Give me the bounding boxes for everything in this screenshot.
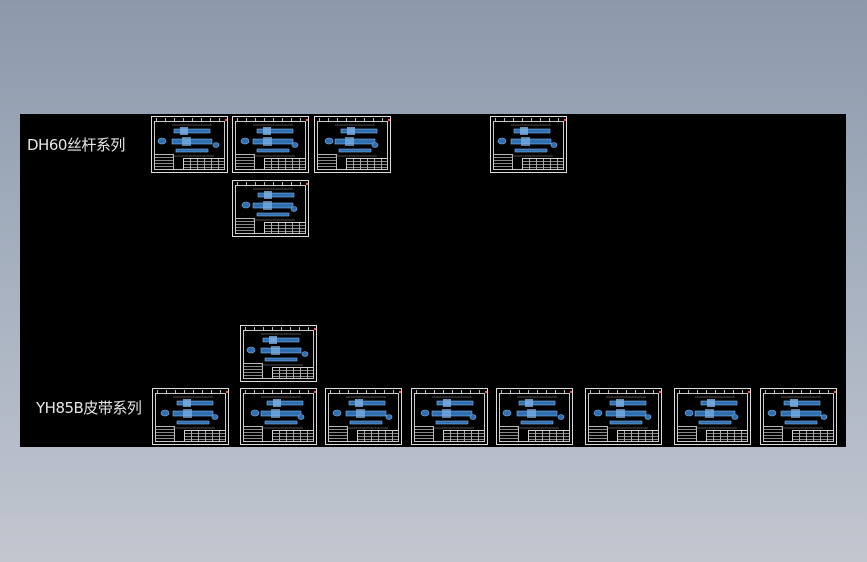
drawing-sheet[interactable] xyxy=(232,116,309,173)
drawing-sheet[interactable] xyxy=(314,116,391,173)
part-sketch xyxy=(593,390,662,429)
series-label-dh60: DH60丝杆系列 xyxy=(27,136,125,154)
drawing-sheet[interactable] xyxy=(760,388,837,445)
drawing-sheet[interactable] xyxy=(325,388,402,445)
part-sketch xyxy=(157,118,228,157)
part-sketch xyxy=(767,390,837,429)
part-sketch xyxy=(246,327,317,366)
drawing-sheet[interactable] xyxy=(585,388,662,445)
cad-model-space[interactable]: DH60丝杆系列 YH85B皮带系列 xyxy=(20,114,846,447)
drawing-sheet[interactable] xyxy=(496,388,573,445)
drawing-sheet[interactable] xyxy=(240,325,317,382)
part-sketch xyxy=(241,182,309,221)
part-sketch xyxy=(684,390,751,429)
drawing-sheet[interactable] xyxy=(240,388,317,445)
drawing-sheet[interactable] xyxy=(232,180,309,237)
part-sketch xyxy=(240,118,309,157)
drawing-sheet[interactable] xyxy=(674,388,751,445)
drawing-sheet[interactable] xyxy=(152,388,229,445)
series-label-yh85b: YH85B皮带系列 xyxy=(36,399,142,417)
part-sketch xyxy=(250,390,317,429)
drawing-sheet[interactable] xyxy=(411,388,488,445)
part-sketch xyxy=(332,390,402,429)
part-sketch xyxy=(324,118,391,157)
part-sketch xyxy=(502,390,573,429)
part-sketch xyxy=(497,118,567,157)
drawing-sheet[interactable] xyxy=(490,116,567,173)
part-sketch xyxy=(420,390,488,429)
drawing-sheet[interactable] xyxy=(151,116,228,173)
part-sketch xyxy=(160,390,229,429)
